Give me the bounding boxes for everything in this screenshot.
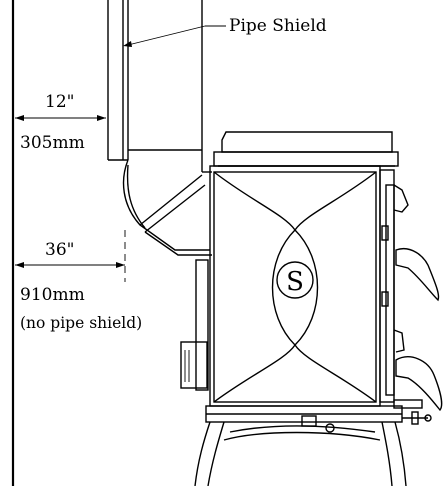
stove-top xyxy=(213,131,399,167)
dimension-36in xyxy=(15,262,125,268)
stove-emblem xyxy=(276,261,314,299)
stove-back-panel xyxy=(180,259,209,391)
door-handle-lower xyxy=(395,356,443,412)
no-pipe-shield-label: (no pipe shield) xyxy=(20,314,142,332)
dim-910-mm-label: 910mm xyxy=(20,285,85,305)
stove-base xyxy=(194,405,407,486)
door-handle-upper xyxy=(395,248,440,302)
stove-front-door xyxy=(379,169,409,403)
dim-305-mm-label: 305mm xyxy=(20,133,85,153)
dim-36-in-label: 36" xyxy=(45,240,74,260)
pipe-elbow xyxy=(122,159,212,256)
dim-12-in-label: 12" xyxy=(45,92,74,112)
pipe-shield-label: Pipe Shield xyxy=(229,16,327,36)
damper-rod xyxy=(402,411,432,425)
pipe-shield-callout xyxy=(123,25,226,47)
dimension-12in xyxy=(15,115,106,121)
ash-lip xyxy=(393,399,423,409)
stove-pipe xyxy=(107,0,203,172)
emblem-letter: S xyxy=(286,267,304,297)
